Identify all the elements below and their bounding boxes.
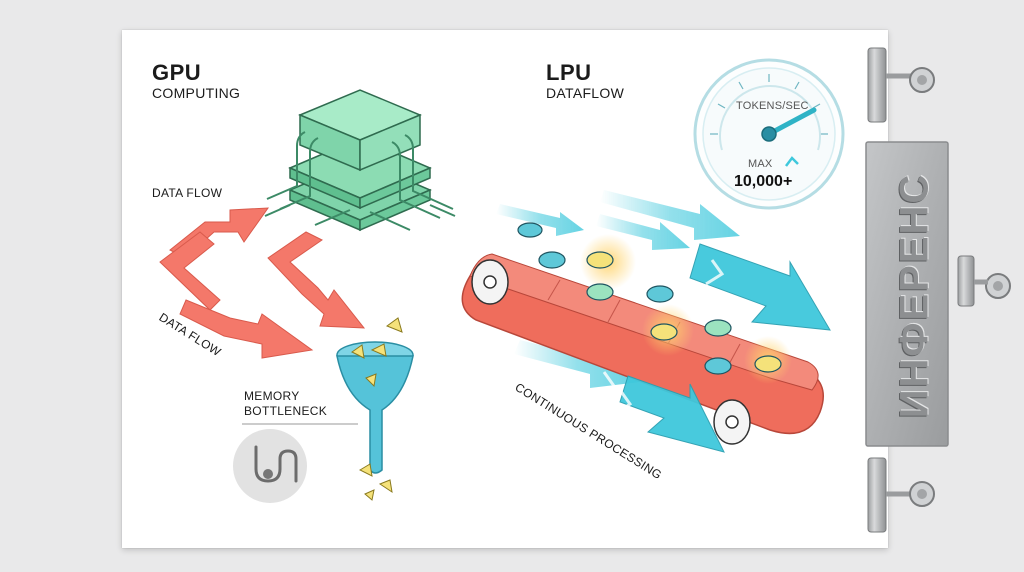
memory-bottleneck-label-line2: BOTTLENECK xyxy=(244,404,328,418)
lpu-title: LPU xyxy=(546,60,592,85)
data-flow-label-upper: DATA FLOW xyxy=(152,186,223,200)
gpu-subtitle: COMPUTING xyxy=(152,85,241,101)
token-coins xyxy=(517,222,782,375)
chip-icon xyxy=(264,89,456,232)
funnel-icon xyxy=(336,317,414,501)
speedometer-icon xyxy=(693,58,845,210)
gauge-max-value: 10,000+ xyxy=(734,173,793,190)
plate-engraving: ИНФЕРЕНС xyxy=(880,150,950,440)
gauge-label: TOKENS/SEC xyxy=(736,100,809,112)
gauge-max-label: MAX xyxy=(748,158,773,170)
gpu-title: GPU xyxy=(152,60,202,85)
memory-bottleneck-label-line1: MEMORY xyxy=(244,389,300,403)
lpu-subtitle: DATAFLOW xyxy=(546,85,625,101)
plate-text: ИНФЕРЕНС xyxy=(892,172,937,418)
data-flow-arrows xyxy=(159,207,366,359)
metal-plate xyxy=(865,141,949,447)
conveyor-belt xyxy=(461,190,831,453)
pipe-clog-icon xyxy=(233,429,307,503)
binder-clip-icon xyxy=(867,47,1011,533)
